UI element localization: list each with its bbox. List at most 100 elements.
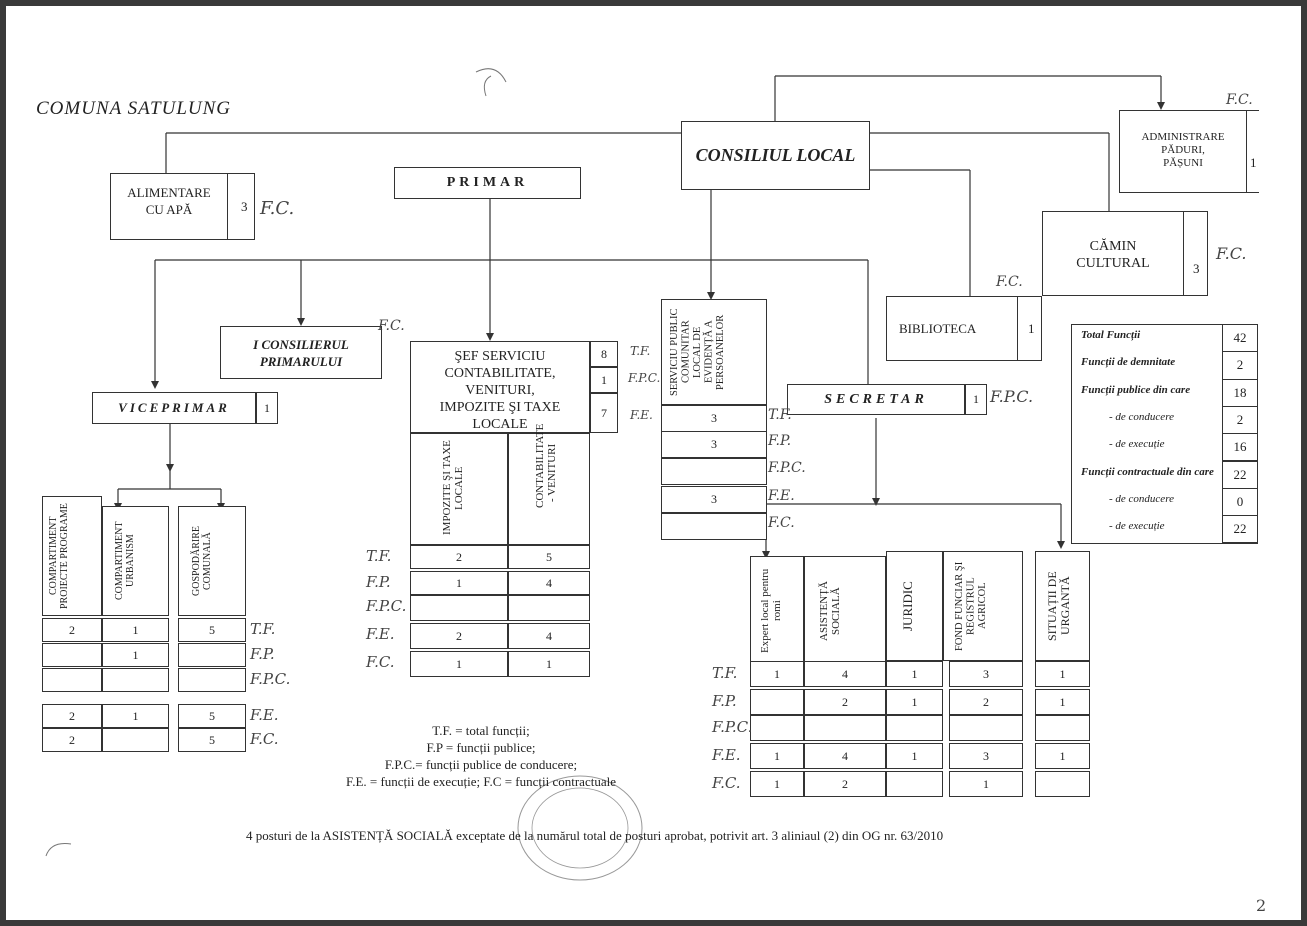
table-cell: 2 xyxy=(42,728,102,752)
table-cell: 3 xyxy=(661,405,767,432)
secretar-box: SECRETAR xyxy=(787,384,965,415)
table-cell xyxy=(1035,771,1090,797)
org-chart-page: COMUNA SATULUNG CONSILIUL LOCAL PRIMAR A… xyxy=(6,6,1301,920)
totals-label: - de conducere xyxy=(1109,410,1174,423)
table-cell: 3 xyxy=(949,661,1023,687)
sef-fe-cell: 7 xyxy=(590,393,618,433)
legend: T.F. = total funcții; F.P = funcții publ… xyxy=(346,723,616,789)
totals-label: Funcții contractuale din care xyxy=(1081,465,1214,478)
totals-value: 2 xyxy=(1222,351,1258,380)
secretar-count: 1 xyxy=(965,384,987,415)
row-label-fc: F.C. xyxy=(768,515,795,531)
fond-funciar-box xyxy=(943,551,1023,661)
totals-label: Total Funcții xyxy=(1081,329,1141,341)
biblioteca-box: BIBLIOTECA 1 xyxy=(886,296,1042,361)
totals-value: 16 xyxy=(1222,433,1258,462)
table-cell xyxy=(410,595,508,621)
footer-note: 4 posturi de la ASISTENȚĂ SOCIALĂ except… xyxy=(246,828,944,843)
situatii-urgenta-box xyxy=(1035,551,1090,661)
primar-box: PRIMAR xyxy=(394,167,581,199)
table-cell: 3 xyxy=(949,743,1023,769)
table-cell xyxy=(750,689,804,715)
table-cell: 2 xyxy=(410,623,508,649)
table-cell xyxy=(508,595,590,621)
totals-label: - de execuție xyxy=(1109,438,1165,451)
totals-value: 42 xyxy=(1222,324,1258,353)
gospodarire-comunala-box xyxy=(178,506,246,616)
row-label-fc: F.C. xyxy=(250,730,279,748)
table-cell: 1 xyxy=(508,651,590,677)
compartiment-urbanism-box xyxy=(102,506,169,616)
row-label-fp: F.P. xyxy=(366,573,391,591)
table-cell: 5 xyxy=(178,704,246,728)
table-cell: 2 xyxy=(804,689,886,715)
table-cell xyxy=(42,668,102,692)
viceprimar-count: 1 xyxy=(256,392,278,424)
row-label-fp: F.P. xyxy=(768,433,792,449)
table-cell xyxy=(886,771,943,797)
totals-label: Funcții publice din care xyxy=(1081,383,1191,396)
table-cell: 1 xyxy=(102,618,169,642)
sef-tf-cell: 8 xyxy=(590,341,618,367)
row-label-tf: T.F. xyxy=(712,664,738,682)
table-cell: 1 xyxy=(750,743,804,769)
row-label-fe: F.E. xyxy=(250,706,279,724)
table-cell: 5 xyxy=(178,728,246,752)
table-cell: 2 xyxy=(42,704,102,728)
table-cell xyxy=(886,715,943,741)
table-cell: 1 xyxy=(1035,661,1090,687)
viceprimar-box: VICEPRIMAR xyxy=(92,392,256,424)
row-label-fpc: F.P.C. xyxy=(712,718,753,736)
stamp-seal xyxy=(517,775,643,881)
table-cell: 1 xyxy=(102,643,169,667)
contabilitate-venituri-box xyxy=(508,433,590,545)
row-label-fc: F.C. xyxy=(712,774,741,792)
table-cell: 2 xyxy=(42,618,102,642)
row-label-tf: T.F. xyxy=(768,407,792,423)
table-cell: 1 xyxy=(102,704,169,728)
totals-value: 22 xyxy=(1222,460,1258,489)
row-label-fc: F.C. xyxy=(366,653,395,671)
table-cell: 2 xyxy=(804,771,886,797)
impozite-taxe-box xyxy=(410,433,508,545)
table-cell: 1 xyxy=(750,661,804,687)
table-cell: 1 xyxy=(410,571,508,595)
table-cell: 1 xyxy=(949,771,1023,797)
totals-value: 0 xyxy=(1222,487,1258,517)
totals-label: - de execuție xyxy=(1109,520,1165,533)
table-cell: 4 xyxy=(508,623,590,649)
row-label-tf: T.F. xyxy=(250,620,276,638)
table-cell: 1 xyxy=(410,651,508,677)
totals-value: 18 xyxy=(1222,378,1258,407)
row-label-tf: T.F. xyxy=(366,547,392,565)
table-cell: 1 xyxy=(886,743,943,769)
row-label-fe: F.E. xyxy=(768,488,795,504)
table-cell: 4 xyxy=(508,571,590,595)
table-cell: 4 xyxy=(804,661,886,687)
row-label-fe: F.E. xyxy=(366,625,395,643)
compartiment-proiecte-box xyxy=(42,496,102,616)
table-cell: 4 xyxy=(804,743,886,769)
row-label-fpc: F.P.C. xyxy=(250,670,291,688)
juridic-box xyxy=(886,551,943,661)
table-cell: 1 xyxy=(886,689,943,715)
table-cell xyxy=(102,668,169,692)
spclep-box xyxy=(661,299,767,405)
page-number: 2 xyxy=(1256,896,1267,915)
table-cell xyxy=(661,513,767,540)
totals-value: 2 xyxy=(1222,405,1258,435)
table-cell: 5 xyxy=(178,618,246,642)
totals-label: - de conducere xyxy=(1109,492,1174,505)
sef-fpc-cell: 1 xyxy=(590,367,618,393)
consiliul-local-box: CONSILIUL LOCAL xyxy=(681,121,870,190)
table-cell xyxy=(102,728,169,752)
table-cell xyxy=(42,643,102,667)
table-cell xyxy=(750,715,804,741)
table-cell xyxy=(178,643,246,667)
row-label-fp: F.P. xyxy=(712,692,737,710)
row-label-fpc: F.P.C. xyxy=(366,597,407,615)
